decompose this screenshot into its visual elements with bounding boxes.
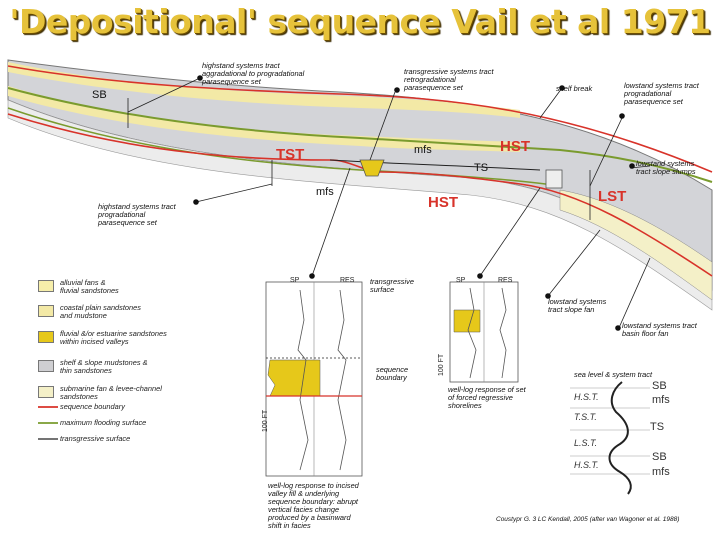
label-tst: TST — [276, 146, 305, 163]
surface-sb-bottom: SB — [652, 451, 667, 463]
slump-block — [545, 169, 563, 189]
legend-item: maximum flooding surface — [60, 418, 147, 427]
callout-hst-progradational: highstand systems tract progradational p… — [98, 202, 176, 227]
legend-line-swatches — [38, 406, 58, 440]
callout-tst-retrogradational: transgressive systems tract retrogradati… — [404, 67, 494, 92]
credit-line: Coustypr G. 3 LC Kendall, 2005 (after va… — [496, 516, 680, 523]
incised-valley — [359, 159, 385, 177]
surface-mfs-bottom: mfs — [652, 466, 670, 478]
right-log-caption: well-log response of set of forced regre… — [448, 385, 526, 410]
callout-hst-aggradational: highstand systems tract aggradational to… — [202, 61, 305, 86]
right-log-scale: 100 FT — [438, 353, 445, 376]
label-mfs-top: mfs — [414, 144, 432, 156]
callout-lowstand-slope-slumps: lowstand systems tract slope slumps — [636, 159, 696, 176]
legend-swatch-shelf — [38, 360, 54, 372]
slide-title: 'Depositional' sequence Vail et al 1971 — [9, 2, 711, 41]
surface-mfs-top: mfs — [652, 394, 670, 406]
tract-tst: T.S.T. — [574, 412, 597, 422]
left-log-res: RES — [340, 277, 355, 284]
sea-level-curve — [608, 381, 632, 495]
legend-item: sequence boundary — [60, 402, 125, 411]
sequence-boundary-top — [7, 65, 713, 173]
sequence-boundary-main — [7, 113, 713, 277]
tract-hst-lower: H.S.T. — [574, 460, 599, 470]
label-mfs-bottom: mfs — [316, 186, 334, 198]
left-log-fill — [267, 359, 321, 397]
callout-transgressive-surface: transgressive surface — [370, 277, 414, 294]
legend-item: transgressive surface — [60, 434, 131, 443]
callout-lowstand-progradational: lowstand systems tract progradational pa… — [624, 81, 699, 106]
surface-ts: TS — [650, 421, 665, 433]
legend-swatch-alluvial — [38, 280, 54, 292]
surface-sb-top: SB — [652, 380, 667, 392]
label-sb: SB — [92, 89, 107, 101]
label-hst-right: HST — [500, 138, 530, 155]
coastal-belt-upper — [8, 62, 520, 118]
left-log-caption: well-log response to incised valley fill… — [268, 481, 359, 530]
legend-item: shelf & slope mudstones &thin sandstones — [60, 358, 148, 375]
left-log-sp: SP — [290, 277, 300, 284]
callout-shelf-break: shelf break — [556, 84, 593, 93]
legend-item: alluvial fans &fluvial sandstones — [60, 278, 119, 295]
tract-lst: L.S.T. — [574, 438, 598, 448]
tract-hst-upper: H.S.T. — [574, 392, 599, 402]
right-log-sp: SP — [456, 277, 466, 284]
callout-lowstand-slope-fan: lowstand systems tract slope fan — [548, 297, 607, 314]
label-lst: LST — [598, 188, 627, 205]
callout-lowstand-basin-floor: lowstand systems tract basin floor fan — [622, 321, 697, 338]
label-hst-mid: HST — [428, 194, 458, 211]
sea-level-title: sea level & system tract — [574, 370, 653, 379]
legend-swatch-coastal — [38, 305, 54, 317]
legend-swatch-fluvial — [38, 331, 54, 343]
right-log-res: RES — [498, 277, 513, 284]
mfs-line — [7, 87, 713, 183]
right-log-fill — [453, 309, 481, 333]
left-log-scale: 100 FT — [262, 409, 269, 432]
legend-swatch-submarine — [38, 386, 54, 398]
callout-sequence-boundary: sequence boundary — [376, 365, 409, 382]
label-ts: TS — [474, 162, 489, 174]
mfs-line-lower — [7, 107, 561, 187]
transgressive-surface-line — [329, 159, 541, 171]
lowstand-wedge — [559, 189, 713, 301]
